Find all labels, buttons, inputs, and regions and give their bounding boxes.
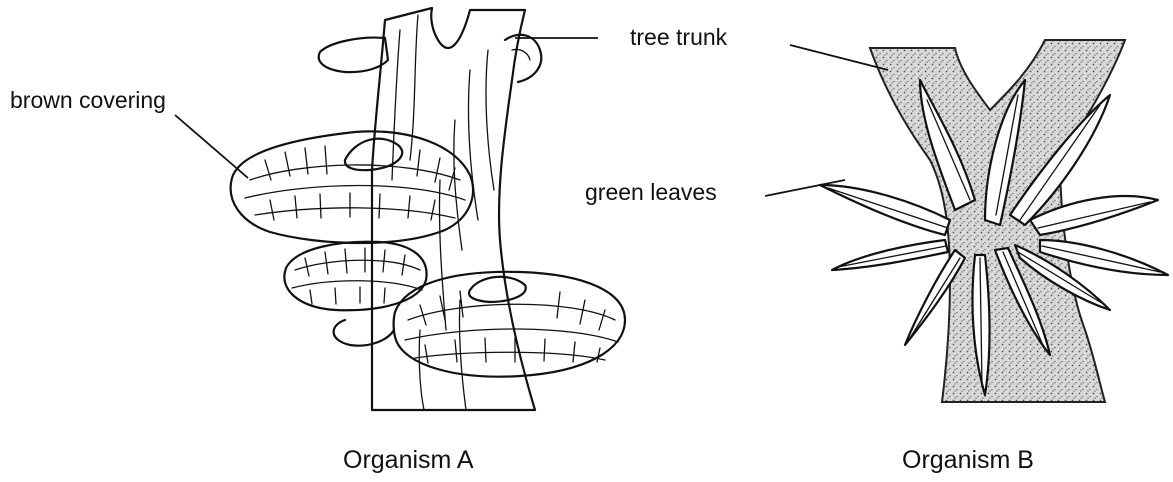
caption-organism-a: Organism A xyxy=(343,446,474,474)
organism-a-illustration xyxy=(175,8,625,410)
label-green-leaves: green leaves xyxy=(585,179,717,205)
brown-covering-pointer xyxy=(175,115,248,178)
label-tree-trunk: tree trunk xyxy=(630,24,728,50)
tree-trunk-a xyxy=(319,8,542,410)
organism-b-illustration xyxy=(765,40,1168,402)
caption-organism-b: Organism B xyxy=(902,446,1034,474)
label-brown-covering: brown covering xyxy=(10,87,166,113)
